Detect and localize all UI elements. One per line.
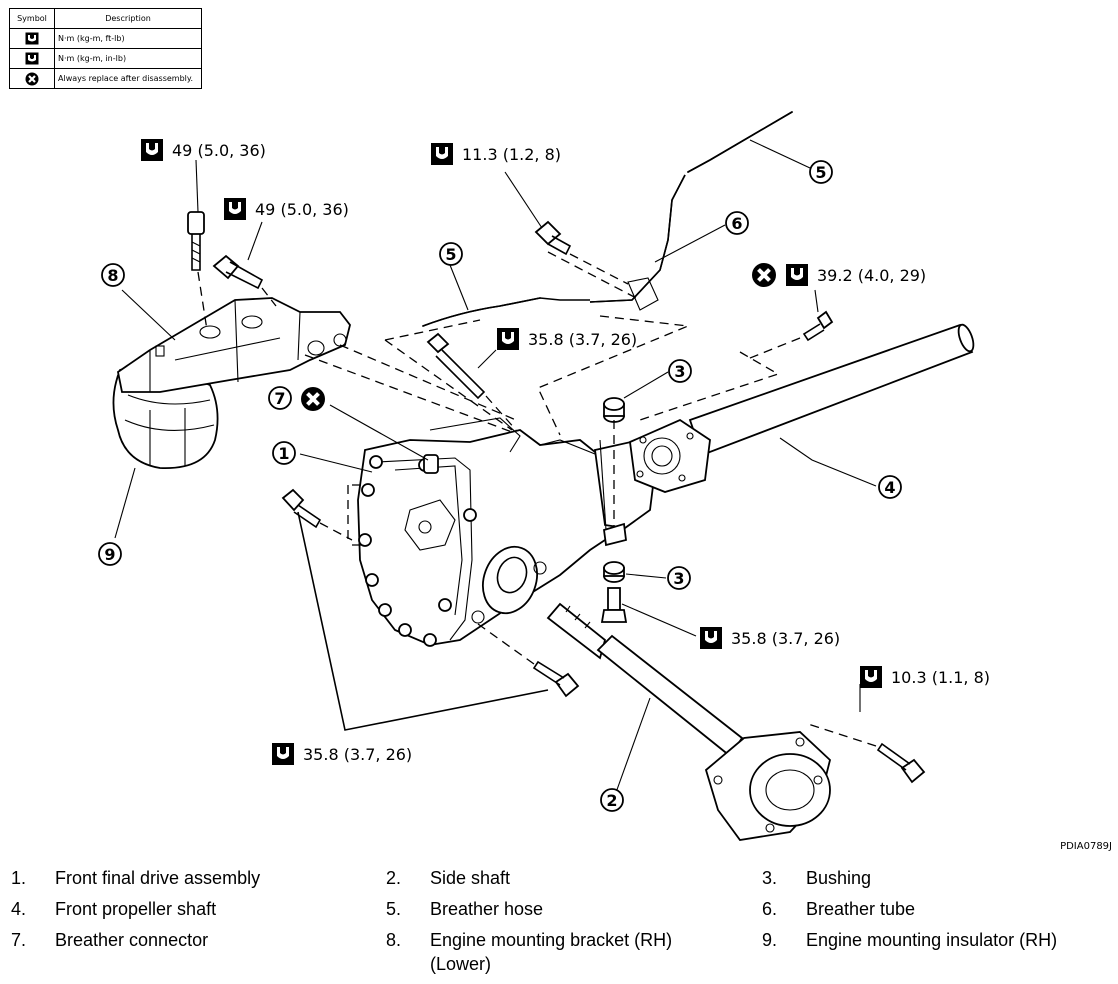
- svg-text:7: 7: [274, 389, 285, 408]
- drive-bolt-lower: [477, 623, 580, 698]
- torque-wrench-icon: [860, 666, 882, 688]
- front-propeller-shaft: [629, 323, 975, 493]
- bushing-lower: [603, 561, 625, 583]
- svg-text:35.8 (3.7, 26): 35.8 (3.7, 26): [303, 745, 412, 764]
- exploded-view-diagram: 49 (5.0, 36) 49 (5.0, 36) 11.3 (1.2, 8) …: [98, 111, 990, 841]
- svg-text:9: 9: [104, 545, 115, 564]
- symbol-description: Always replace after disassembly.: [54, 68, 202, 89]
- svg-text:11.3 (1.2, 8): 11.3 (1.2, 8): [462, 145, 561, 164]
- symbol-description: N·m (kg-m, in-lb): [54, 48, 202, 69]
- callout-7: 7: [268, 386, 292, 410]
- symbol-table-row: N·m (kg-m, ft-lb): [9, 28, 202, 49]
- torque-label-drive-bolts: 35.8 (3.7, 26): [272, 743, 412, 765]
- svg-text:35.8 (3.7, 26): 35.8 (3.7, 26): [528, 330, 637, 349]
- torque-label-bushing-bolt: 35.8 (3.7, 26): [700, 627, 840, 649]
- always-replace-icon: [299, 385, 327, 413]
- bushing-bolt: [600, 587, 628, 623]
- callout-5-top: 5: [809, 160, 833, 184]
- svg-text:35.8 (3.7, 26): 35.8 (3.7, 26): [731, 629, 840, 648]
- symbol-description: N·m (kg-m, ft-lb): [54, 28, 202, 49]
- svg-text:5: 5: [815, 163, 826, 182]
- description-header: Description: [54, 8, 202, 29]
- svg-text:4: 4: [884, 478, 895, 497]
- cover-bolts: [358, 455, 477, 647]
- torque-label-flange-bolt: 10.3 (1.1, 8): [860, 666, 990, 688]
- bushing-mount: [603, 522, 627, 547]
- callout-6: 6: [725, 211, 749, 235]
- bracket-bolt-angled: [212, 254, 277, 307]
- callout-3-upper: 3: [668, 359, 692, 383]
- torque-label-breather-bolt: 11.3 (1.2, 8): [431, 143, 561, 165]
- torque-label-bracket-top: 49 (5.0, 36): [141, 139, 266, 161]
- svg-text:6: 6: [731, 214, 742, 233]
- svg-text:49 (5.0, 36): 49 (5.0, 36): [255, 200, 349, 219]
- svg-text:39.2 (4.0, 29): 39.2 (4.0, 29): [817, 266, 926, 285]
- torque-label-bracket-side: 49 (5.0, 36): [224, 198, 349, 220]
- svg-text:8: 8: [107, 266, 118, 285]
- bushing-upper: [603, 397, 625, 530]
- svg-text:49 (5.0, 36): 49 (5.0, 36): [172, 141, 266, 160]
- callout-8: 8: [101, 263, 125, 287]
- torque-label-long-bolt: 35.8 (3.7, 26): [497, 328, 637, 350]
- torque-wrench-icon: [431, 143, 453, 165]
- torque-wrench-small-icon: [25, 52, 39, 65]
- torque-wrench-icon: [272, 743, 294, 765]
- side-shaft-flange-bolt: [807, 723, 926, 784]
- symbol-legend-table: Symbol Description N·m (kg-m, ft-lb) N·m…: [9, 8, 202, 89]
- torque-wrench-icon: [141, 139, 163, 161]
- svg-text:10.3 (1.1, 8): 10.3 (1.1, 8): [891, 668, 990, 687]
- svg-text:3: 3: [674, 362, 685, 381]
- callout-2: 2: [600, 788, 624, 812]
- torque-wrench-icon: [224, 198, 246, 220]
- callout-9: 9: [98, 542, 122, 566]
- drive-bolt-left: [281, 488, 353, 541]
- torque-label-propeller-bolt: 39.2 (4.0, 29): [750, 261, 926, 289]
- callout-4: 4: [878, 475, 902, 499]
- svg-text:3: 3: [673, 569, 684, 588]
- breather-tube: [547, 174, 686, 311]
- svg-text:2: 2: [606, 791, 617, 810]
- long-bolt-upper: [426, 332, 517, 431]
- always-replace-icon: [25, 72, 39, 85]
- side-shaft: [546, 602, 832, 841]
- always-replace-icon: [750, 261, 778, 289]
- callout-5-left: 5: [439, 242, 463, 266]
- callout-3-lower: 3: [667, 566, 691, 590]
- bracket-bolt-top: [187, 211, 208, 331]
- svg-text:5: 5: [445, 245, 456, 264]
- breather-hose-top: [687, 111, 793, 173]
- torque-wrench-icon: [25, 32, 39, 45]
- symbol-table-row: N·m (kg-m, in-lb): [9, 48, 202, 69]
- callout-1: 1: [272, 441, 296, 465]
- torque-wrench-icon: [786, 264, 808, 286]
- breather-hose-left: [422, 297, 590, 327]
- symbol-header: Symbol: [9, 8, 55, 29]
- symbol-table-header: Symbol Description: [9, 8, 202, 29]
- propeller-flange-bolt: [744, 310, 834, 361]
- torque-wrench-icon: [497, 328, 519, 350]
- engine-mounting-bracket: [117, 297, 351, 393]
- symbol-table-row: Always replace after disassembly.: [9, 68, 202, 89]
- svg-text:1: 1: [278, 444, 289, 463]
- torque-wrench-icon: [700, 627, 722, 649]
- document-id: PDIA0789J: [1060, 841, 1112, 852]
